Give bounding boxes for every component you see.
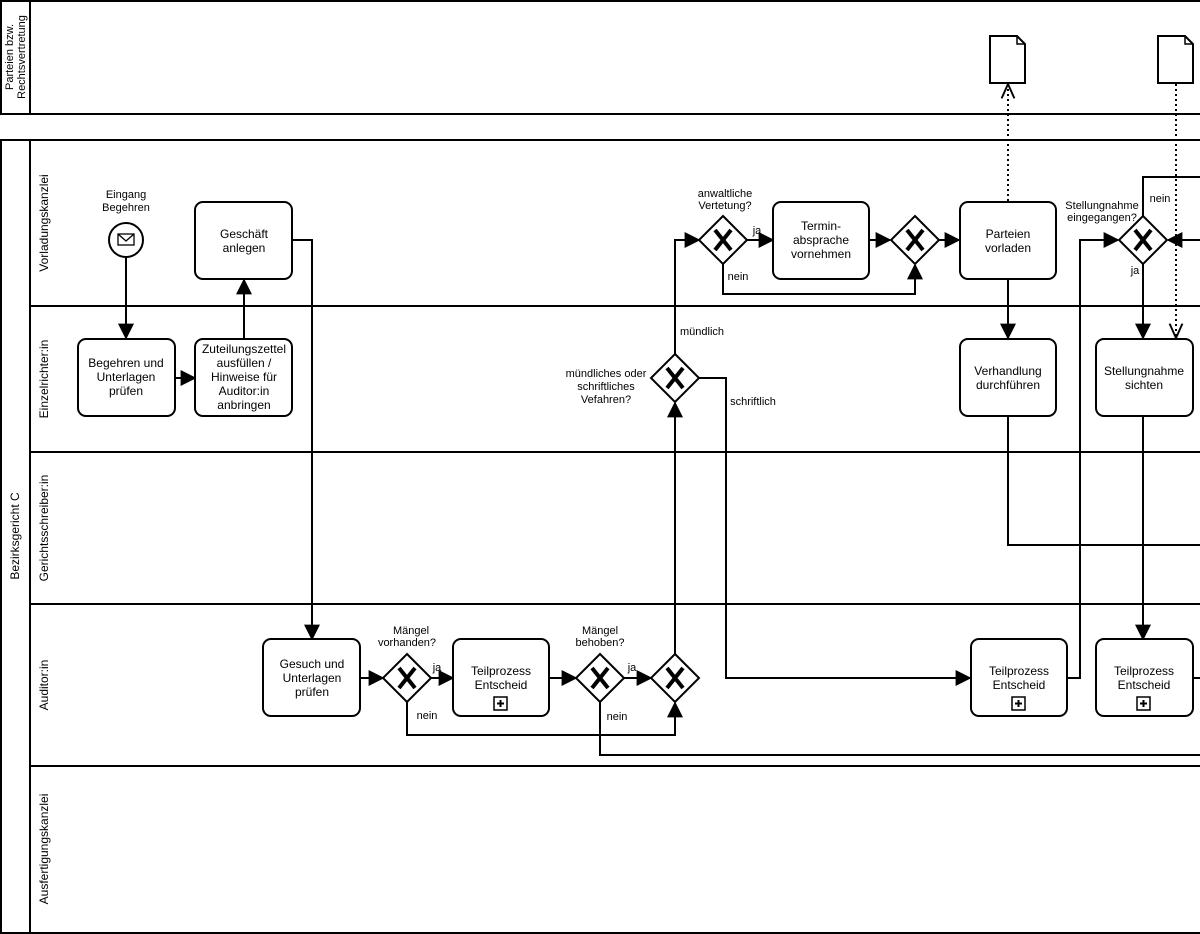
start-event[interactable]: Eingang Begehren xyxy=(102,189,150,258)
edge-label-nein: nein xyxy=(728,271,749,283)
lane-label-vorladungskanzlei: Vorladungskanzlei xyxy=(37,174,51,271)
subprocess-teilprozess-2[interactable]: Teilprozess Entscheid xyxy=(970,638,1068,717)
task-text: Begehren und xyxy=(88,356,163,370)
task-text: sichten xyxy=(1125,378,1163,392)
gateway-label: anwaltliche xyxy=(698,188,752,200)
task-text: anbringen xyxy=(217,398,270,412)
task-zuteilungszettel[interactable]: Zuteilungszettel ausfüllen / Hinweise fü… xyxy=(194,338,293,417)
gateway-label: Mängel xyxy=(393,625,429,637)
pool-label-parteien-1: Parteien bzw. xyxy=(4,24,16,90)
gateway-maengel-behoben[interactable]: Mängel behoben? xyxy=(574,625,626,704)
edge-label-schriftlich: schriftlich xyxy=(730,396,776,408)
lane-label-einzelrichter: Einzelrichter:in xyxy=(37,340,51,419)
task-text: Unterlagen xyxy=(97,370,156,384)
gateway-label: vorhanden? xyxy=(378,637,436,649)
task-text: Entscheid xyxy=(475,678,528,692)
pool-label-gericht: Bezirksgericht C xyxy=(8,492,22,580)
subprocess-teilprozess-1[interactable]: Teilprozess Entscheid xyxy=(452,638,550,717)
task-begehren-pruefen[interactable]: Begehren und Unterlagen prüfen xyxy=(77,338,176,417)
task-gesuch-pruefen[interactable]: Gesuch und Unterlagen prüfen xyxy=(262,638,361,717)
gateway-label: Vefahren? xyxy=(581,394,631,406)
task-text: Zuteilungszettel xyxy=(202,342,286,356)
expand-plus-icon[interactable] xyxy=(493,696,508,711)
lane-label-gerichtsschreiber: Gerichtsschreiber:in xyxy=(37,475,51,582)
envelope-icon xyxy=(117,233,135,246)
task-text: Geschäft xyxy=(220,227,269,241)
task-text: absprache xyxy=(793,233,849,247)
edge-label-nein: nein xyxy=(417,710,438,722)
edge-label-nein: nein xyxy=(1150,193,1171,205)
task-text: durchführen xyxy=(976,378,1040,392)
gateway-merge-vorladung[interactable] xyxy=(889,214,941,266)
task-stellungnahme-sichten[interactable]: Stellungnahme sichten xyxy=(1095,338,1194,417)
task-text: Auditor:in xyxy=(219,384,270,398)
start-event-label-2: Begehren xyxy=(102,202,150,214)
gateway-label: behoben? xyxy=(576,637,625,649)
edge-labels: ja nein ja nein mündlich schriftlich ja … xyxy=(417,193,1171,723)
expand-plus-icon[interactable] xyxy=(1011,696,1026,711)
gateway-label: eingegangen? xyxy=(1067,212,1137,224)
task-text: vorladen xyxy=(985,241,1031,255)
lane-label-ausfertigungskanzlei: Ausfertigungskanzlei xyxy=(37,794,51,905)
gateway-label: schriftliches xyxy=(577,381,635,393)
document-icon xyxy=(989,35,1026,84)
gateway-verfahren[interactable]: mündliches oder schriftliches Vefahren? xyxy=(566,352,701,406)
task-text: Termin- xyxy=(801,219,841,233)
gateway-anwaltliche-vertretung[interactable]: anwaltliche Vertetung? xyxy=(697,188,752,266)
task-verhandlung[interactable]: Verhandlung durchführen xyxy=(959,338,1057,417)
task-text: Verhandlung xyxy=(974,364,1041,378)
sequence-flows xyxy=(118,176,1200,756)
gateway-label: mündliches oder xyxy=(566,368,647,380)
task-text: ausfüllen / xyxy=(217,356,272,370)
task-text: Gesuch und xyxy=(280,657,345,671)
edge-label-ja: ja xyxy=(1130,265,1140,277)
task-text: vornehmen xyxy=(791,247,851,261)
task-geschaeft-anlegen[interactable]: Geschäft anlegen xyxy=(194,201,293,280)
task-text: Teilprozess xyxy=(989,664,1049,678)
task-termin[interactable]: Termin- absprache vornehmen xyxy=(772,201,870,280)
expand-plus-icon[interactable] xyxy=(1136,696,1151,711)
edge-label-ja: ja xyxy=(627,662,637,674)
gateway-label: Vertetung? xyxy=(698,200,751,212)
document-icon xyxy=(1157,35,1194,84)
start-event-label-1: Eingang xyxy=(106,189,146,201)
gateway-label: Mängel xyxy=(582,625,618,637)
edge-label-muendlich: mündlich xyxy=(680,326,724,338)
association-flows xyxy=(1008,84,1176,338)
task-text: Teilprozess xyxy=(471,664,531,678)
task-text: Hinweise für xyxy=(211,370,277,384)
task-text: prüfen xyxy=(295,685,329,699)
pool-label-parteien-2: Rechtsvertretung xyxy=(16,15,28,99)
edge-label-nein: nein xyxy=(607,711,628,723)
task-text: anlegen xyxy=(223,241,266,255)
task-parteien-vorladen[interactable]: Parteien vorladen xyxy=(959,201,1057,280)
task-text: Stellungnahme xyxy=(1104,364,1184,378)
task-text: Teilprozess xyxy=(1114,664,1174,678)
task-text: Entscheid xyxy=(1118,678,1171,692)
subprocess-teilprozess-3[interactable]: Teilprozess Entscheid xyxy=(1095,638,1194,717)
edge-label-ja: ja xyxy=(432,662,442,674)
gateway-merge-auditor[interactable] xyxy=(649,652,701,704)
gateway-stellungnahme[interactable]: Stellungnahme eingegangen? xyxy=(1065,200,1169,266)
lane-label-auditor: Auditor:in xyxy=(37,660,51,711)
task-text: Parteien xyxy=(986,227,1031,241)
edge-label-ja: ja xyxy=(752,225,762,237)
task-text: Unterlagen xyxy=(283,671,342,685)
gateway-label: Stellungnahme xyxy=(1065,200,1138,212)
gateway-maengel-vorhanden[interactable]: Mängel vorhanden? xyxy=(378,625,436,704)
task-text: Entscheid xyxy=(993,678,1046,692)
task-text: prüfen xyxy=(109,384,143,398)
